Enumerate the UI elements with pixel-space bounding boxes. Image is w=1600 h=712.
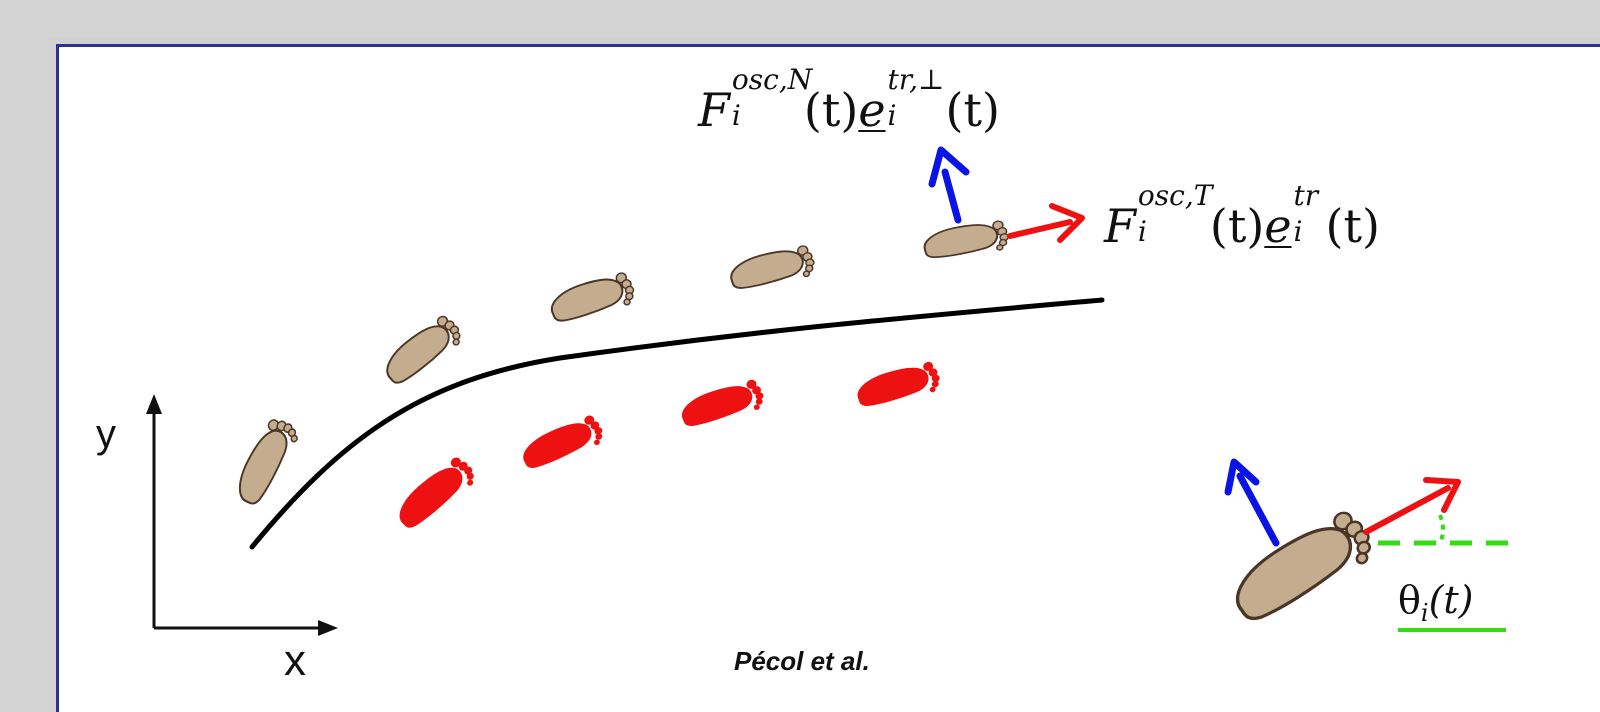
- right-footprint-icon: [677, 376, 768, 433]
- tangential-vector-superscript: tr: [1293, 179, 1319, 212]
- tangential-force-arrow: [1007, 219, 1073, 239]
- normal-vector-argument: (t): [945, 83, 1000, 137]
- normal-force-subscript: i: [731, 99, 741, 132]
- angle-symbol: θ: [1398, 578, 1421, 622]
- angle-subscript: i: [1420, 599, 1429, 627]
- angle-detail: [1223, 458, 1522, 633]
- tangential-vector-argument: (t): [1325, 199, 1380, 253]
- normal-force-argument: (t): [803, 83, 859, 137]
- detail-footprint-icon: [1223, 503, 1382, 633]
- tangential-force-superscript: osc,T: [1137, 179, 1213, 212]
- detail-tangent-arrow: [1363, 485, 1451, 535]
- normal-force-arrowhead: [928, 146, 970, 188]
- x-axis-label: x: [284, 636, 306, 685]
- tangential-force-argument: (t): [1209, 199, 1265, 253]
- left-footprint-icon: [378, 310, 467, 391]
- left-footprints: [229, 217, 1012, 510]
- left-footprint-icon: [921, 217, 1012, 264]
- normal-vector-subscript: i: [887, 99, 897, 132]
- normal-direction-vector: e: [858, 83, 886, 137]
- left-footprint-icon: [229, 414, 303, 510]
- diagram-panel: [56, 44, 1600, 712]
- y-axis-arrowhead: [146, 394, 162, 414]
- x-axis-arrowhead: [318, 620, 338, 636]
- author-credit: Pécol et al.: [734, 646, 870, 676]
- normal-force-symbol: F: [698, 83, 730, 137]
- right-footprint-icon: [853, 359, 944, 413]
- tangential-force-subscript: i: [1137, 215, 1147, 248]
- normal-force-superscript: osc,N: [731, 63, 813, 96]
- force-arrows: [928, 146, 1085, 243]
- y-axis-label: y: [96, 412, 116, 456]
- detail-normal-arrow: [1236, 472, 1280, 547]
- detail-tangent-arrowhead: [1423, 477, 1461, 513]
- detail-normal-arrowhead: [1224, 458, 1260, 496]
- right-footprint-icon: [390, 452, 480, 535]
- left-footprint-icon: [546, 268, 639, 329]
- tangential-vector-subscript: i: [1293, 215, 1303, 248]
- angle-arc: [1438, 514, 1445, 544]
- right-footprint-icon: [517, 411, 608, 475]
- angle-label: θi(t): [1398, 578, 1474, 627]
- trajectory-curve: [249, 297, 1105, 550]
- angle-argument: (t): [1428, 578, 1474, 622]
- normal-force-arrow: [941, 168, 962, 224]
- axes: [146, 394, 338, 636]
- tangential-force-arrowhead: [1049, 203, 1085, 243]
- tangential-direction-vector: e: [1264, 199, 1292, 253]
- right-footprints: [390, 359, 944, 535]
- tangential-force-symbol: F: [1104, 199, 1136, 253]
- normal-vector-superscript: tr,⊥: [887, 63, 945, 96]
- left-footprint-icon: [726, 242, 818, 296]
